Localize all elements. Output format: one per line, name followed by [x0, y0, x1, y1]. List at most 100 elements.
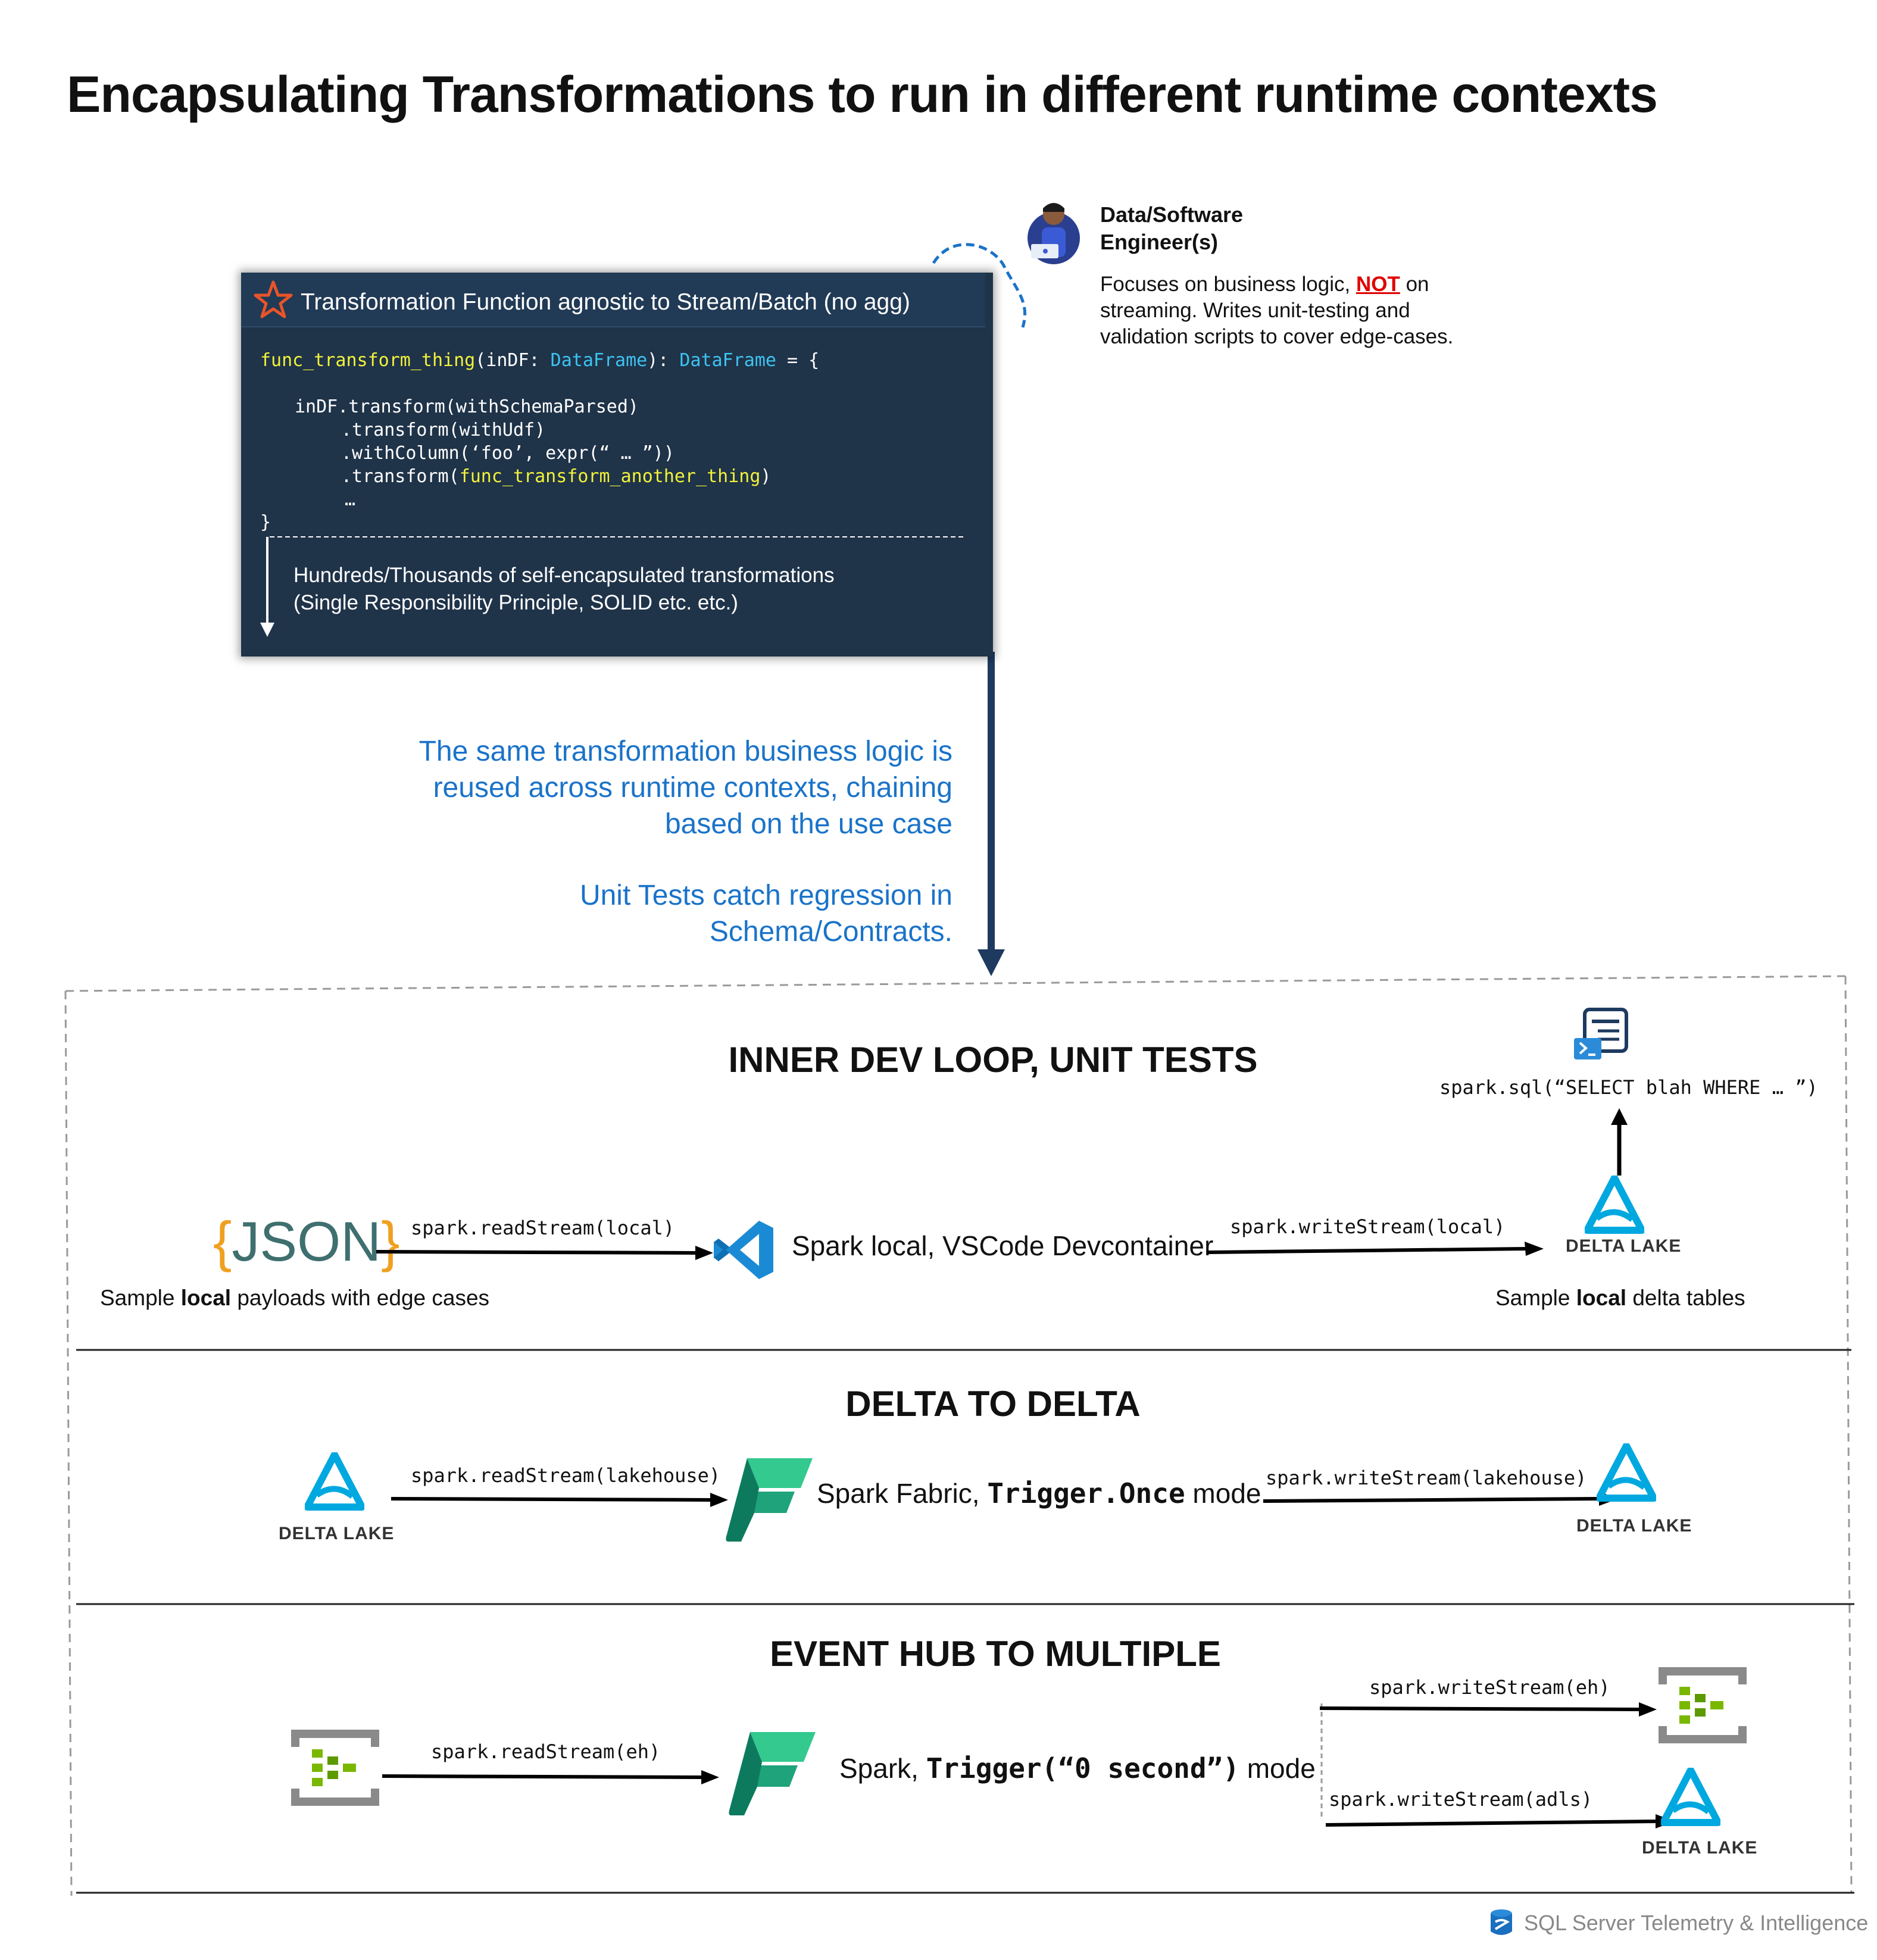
engineer-desc-line1: Focuses on business logic, NOT on — [1100, 271, 1453, 298]
engine-text: Spark, — [839, 1753, 926, 1784]
unit-test-line2: Schema/Contracts. — [709, 916, 952, 948]
code-panel-divider — [260, 536, 964, 637]
json-word: JSON — [232, 1210, 382, 1273]
fabric-icon — [726, 1458, 813, 1542]
engineer-role: Data/Software Engineer(s) — [1100, 201, 1243, 256]
footer-credit: SQL Server Telemetry & Intelligence — [1524, 1911, 1869, 1935]
eh-write-adls-label: spark.writeStream(adls) — [1329, 1788, 1593, 1811]
inner-write-label: spark.writeStream(local) — [1230, 1215, 1506, 1238]
reuse-arrow — [977, 652, 1005, 976]
code-panel-title: Transformation Function agnostic to Stre… — [301, 289, 910, 315]
engineer-desc-line2: streaming. Writes unit-testing and — [1100, 299, 1410, 322]
star-outline-icon — [254, 280, 293, 318]
delta-lake-icon — [305, 1452, 364, 1511]
code-token: .transform( — [341, 466, 460, 487]
code-line-5: … — [345, 489, 356, 510]
persona-connector — [932, 243, 1027, 328]
delta-lake-icon — [1597, 1443, 1656, 1502]
eh-read-label: spark.readStream(eh) — [431, 1740, 661, 1763]
engineer-desc-text: Focuses on business logic, — [1100, 273, 1356, 296]
event-hub-heading: EVENT HUB TO MULTIPLE — [770, 1634, 1221, 1674]
delta-lake-icon — [1585, 1176, 1644, 1234]
engineer-avatar — [1024, 196, 1083, 268]
delta-lake-wordmark: DELTA LAKE — [1566, 1236, 1682, 1256]
sql-query-label: spark.sql(“SELECT blah WHERE … ”) — [1439, 1076, 1818, 1099]
reuse-line2: reused across runtime contexts, chaining — [433, 772, 952, 804]
delta-to-delta-heading: DELTA TO DELTA — [845, 1384, 1141, 1424]
engineer-role-line2: Engineer(s) — [1100, 230, 1219, 254]
inner-delta-lake: DELTA LAKE — [1555, 1176, 1681, 1271]
engine-text: Spark Fabric, — [817, 1478, 988, 1509]
json-brace: } — [381, 1210, 400, 1273]
delta-engine-label: Spark Fabric, Trigger.Once mode — [817, 1477, 1261, 1509]
delta-lake-wordmark: DELTA LAKE — [279, 1524, 395, 1543]
type-token: DataFrame — [550, 350, 648, 371]
code-footer-line1: Hundreds/Thousands of self-encapsulated … — [293, 564, 835, 587]
code-panel-footer: Hundreds/Thousands of self-encapsulated … — [293, 562, 835, 617]
fabric-icon — [729, 1732, 816, 1815]
type-token: DataFrame — [679, 350, 776, 371]
function-signature: func_transform_thing(inDF: DataFrame): D… — [260, 349, 819, 372]
delta-lake-icon — [1661, 1768, 1720, 1826]
sql-server-icon — [1491, 1909, 1512, 1935]
json-source-icon: {JSON} — [213, 1209, 400, 1274]
not-emphasis: NOT — [1356, 273, 1400, 296]
code-line-2: .transform(withUdf) — [341, 420, 546, 440]
inner-write-arrow — [1206, 1242, 1544, 1256]
reuse-line1: The same transformation business logic i… — [419, 736, 952, 767]
delta-read-label: spark.readStream(lakehouse) — [411, 1464, 721, 1487]
code-close-brace: } — [260, 512, 271, 533]
function-name: func_transform_another_thing — [459, 466, 761, 487]
sql-script-icon — [1574, 1008, 1628, 1059]
eh-write-eh-arrow — [1319, 1702, 1657, 1717]
eh-write-adls-arrow — [1325, 1814, 1675, 1828]
code-token: (inDF: — [475, 350, 551, 371]
delta-sink-caption: Sample local delta tables — [1495, 1286, 1745, 1311]
transformation-code-panel: Transformation Function agnostic to Stre… — [241, 273, 993, 657]
unit-test-line1: Unit Tests catch regression in — [579, 880, 952, 911]
delta-write-arrow — [1263, 1492, 1618, 1506]
code-line-4: .transform(func_transform_another_thing) — [341, 465, 771, 488]
event-hub-icon — [291, 1730, 379, 1806]
function-name: func_transform_thing — [260, 350, 476, 371]
adls-delta-lake: DELTA LAKE — [1631, 1768, 1762, 1863]
delta-lake-wordmark: DELTA LAKE — [1642, 1838, 1758, 1858]
reuse-line3: based on the use case — [664, 808, 952, 840]
eh-write-eh-label: spark.writeStream(eh) — [1369, 1676, 1610, 1699]
engineer-description: Focuses on business logic, NOT on stream… — [1100, 271, 1453, 350]
eh-engine-label: Spark, Trigger(“0 second”) mode — [839, 1752, 1316, 1784]
inner-engine-label: Spark local, VSCode Devcontainer — [792, 1230, 1214, 1261]
caption-text: delta tables — [1626, 1286, 1745, 1310]
engineer-desc-line3: validation scripts to cover edge-cases. — [1100, 325, 1454, 348]
code-token: ): — [647, 350, 680, 371]
unit-test-description: Unit Tests catch regression in Schema/Co… — [580, 877, 952, 950]
delta-sink-lake: DELTA LAKE — [1567, 1443, 1698, 1539]
code-line-1: inDF.transform(withSchemaParsed) — [295, 396, 639, 417]
code-token: ) — [760, 466, 772, 487]
person-with-laptop-icon — [1027, 203, 1080, 264]
sql-arrow — [1611, 1108, 1628, 1176]
caption-bold: local — [180, 1286, 232, 1310]
delta-write-label: spark.writeStream(lakehouse) — [1266, 1467, 1587, 1489]
inner-read-label: spark.readStream(local) — [411, 1217, 675, 1239]
delta-read-arrow — [391, 1493, 728, 1507]
event-hub-icon — [1659, 1667, 1747, 1743]
trigger-mode: Trigger(“0 second”) — [926, 1752, 1239, 1784]
engineer-role-line1: Data/Software — [1100, 202, 1244, 227]
fanout-bracket — [1320, 1703, 1323, 1820]
reuse-description: The same transformation business logic i… — [419, 733, 952, 842]
code-line-3: .withColumn(‘foo’, expr(“ … ”)) — [341, 443, 674, 464]
code-token: = { — [776, 350, 820, 371]
vscode-icon — [714, 1221, 773, 1279]
delta-lake-wordmark: DELTA LAKE — [1576, 1516, 1692, 1536]
page-title: Encapsulating Transformations to run in … — [67, 66, 1658, 123]
json-brace: { — [213, 1210, 232, 1273]
inner-read-arrow — [376, 1246, 713, 1260]
code-footer-line2: (Single Responsibility Principle, SOLID … — [293, 591, 738, 614]
engine-text: mode — [1185, 1478, 1261, 1509]
trigger-mode: Trigger.Once — [987, 1477, 1185, 1509]
json-source-caption: Sample local payloads with edge cases — [100, 1286, 489, 1311]
engineer-desc-text: on — [1400, 273, 1429, 296]
inner-loop-heading: INNER DEV LOOP, UNIT TESTS — [728, 1040, 1258, 1080]
